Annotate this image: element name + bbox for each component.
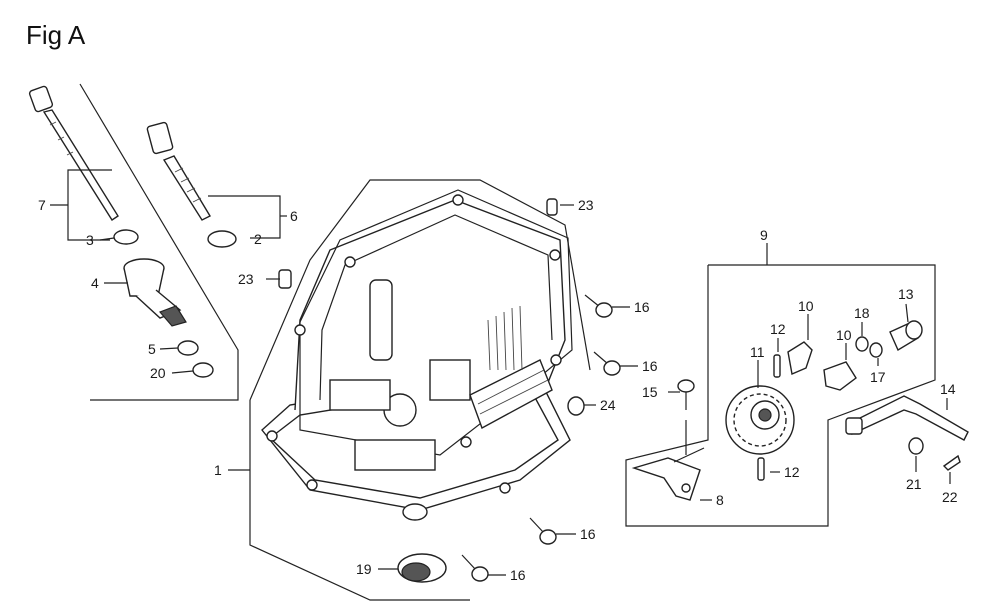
figure-title: Fig A [26, 20, 86, 50]
callout-16a: 16 [634, 299, 650, 315]
holder-part-13 [889, 320, 923, 352]
o-ring-part-2 [207, 230, 237, 248]
governor-group-outline [625, 243, 936, 527]
clip-part-18 [855, 336, 869, 352]
filler-tube-part-4 [123, 258, 187, 327]
leader-lines-left [50, 169, 287, 374]
clip-part-22 [942, 454, 961, 471]
clamp-part-5 [177, 340, 199, 356]
callout-12a: 12 [770, 321, 786, 337]
bolt-part-16d [461, 554, 489, 582]
callout-9: 9 [760, 227, 768, 243]
governor-shaft-part-14 [845, 395, 969, 441]
weight-part-10a [787, 341, 813, 375]
seal-part-24 [567, 396, 585, 416]
callout-10a: 10 [798, 298, 814, 314]
oil-seal-part-19 [397, 553, 447, 583]
governor-gear-part-11 [725, 385, 795, 455]
leader-lines-main [228, 204, 638, 576]
callout-21: 21 [906, 476, 922, 492]
callout-8: 8 [716, 492, 724, 508]
callout-6: 6 [290, 208, 298, 224]
bolt-part-16c [529, 517, 557, 545]
weight-part-10b [823, 361, 857, 391]
bolt-part-16a [584, 294, 613, 318]
callout-labels: 1 2 3 4 5 6 7 8 9 10 10 11 12 12 13 14 1… [38, 197, 958, 583]
pin-part-12b [757, 457, 765, 481]
callout-16d: 16 [510, 567, 526, 583]
leader-lines-right [757, 303, 951, 484]
callout-20: 20 [150, 365, 166, 381]
callout-16b: 16 [642, 358, 658, 374]
callout-24: 24 [600, 397, 616, 413]
washer-part-17 [869, 342, 883, 358]
washer-part-20 [192, 362, 214, 378]
callout-3: 3 [86, 232, 94, 248]
callout-22: 22 [942, 489, 958, 505]
governor-arm-part-8 [631, 420, 712, 501]
callout-12b: 12 [784, 464, 800, 480]
dipstick-part-7 [28, 85, 119, 221]
callout-19: 19 [356, 561, 372, 577]
callout-16c: 16 [580, 526, 596, 542]
bolt-part-15 [668, 379, 695, 410]
o-ring-part-3 [113, 229, 139, 245]
washer-part-21 [908, 437, 924, 455]
callout-18: 18 [854, 305, 870, 321]
callout-11: 11 [750, 344, 765, 360]
dowel-pin-part-23a [546, 198, 558, 216]
bolt-part-16b [593, 351, 621, 376]
callout-2: 2 [254, 231, 262, 247]
callout-15: 15 [642, 384, 658, 400]
crankcase-cover-part-1 [249, 179, 591, 601]
pin-part-12a [773, 354, 781, 378]
callout-7: 7 [38, 197, 46, 213]
callout-10b: 10 [836, 327, 852, 343]
callout-23b: 23 [238, 271, 254, 287]
dowel-pin-part-23b [278, 269, 292, 289]
callout-23a: 23 [578, 197, 594, 213]
callout-17: 17 [870, 369, 886, 385]
dipstick-part-6 [146, 121, 211, 221]
callout-1: 1 [214, 462, 222, 478]
callout-4: 4 [91, 275, 99, 291]
callout-13: 13 [898, 286, 914, 302]
oil-filler-group-outline [79, 83, 239, 401]
callout-5: 5 [148, 341, 156, 357]
callout-14: 14 [940, 381, 956, 397]
